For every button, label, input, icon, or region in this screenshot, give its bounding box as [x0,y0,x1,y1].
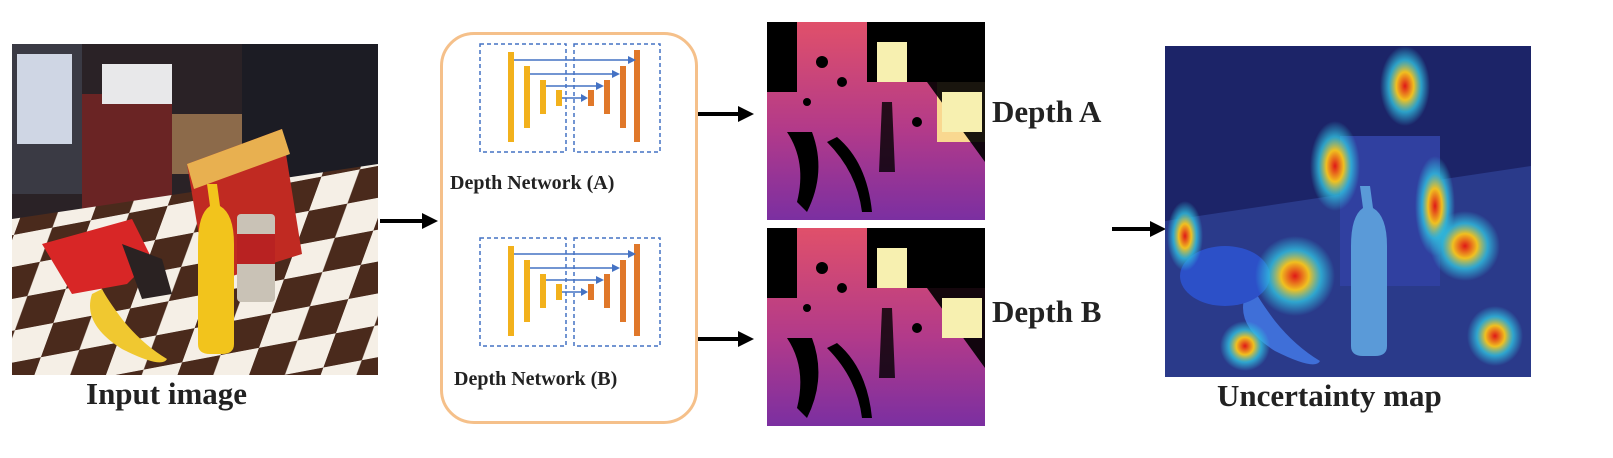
arrow-input-to-networks [380,213,438,229]
network-b-diagram [479,237,661,347]
input-image [12,44,378,375]
network-a-label: Depth Network (A) [450,172,615,194]
depth-map-a [767,22,985,220]
depth-a-label: Depth A [992,94,1102,129]
arrow-to-depth-b [698,331,754,347]
depth-map-b [767,228,985,426]
network-b-label: Depth Network (B) [454,368,618,390]
uncertainty-map [1165,46,1531,377]
arrow-to-depth-a [698,106,754,122]
output-caption: Uncertainty map [1217,378,1442,413]
depth-b-label: Depth B [992,294,1102,329]
networks-container [440,32,698,424]
network-a-diagram [479,43,661,153]
arrow-to-uncertainty [1112,221,1166,237]
input-caption: Input image [86,376,248,411]
